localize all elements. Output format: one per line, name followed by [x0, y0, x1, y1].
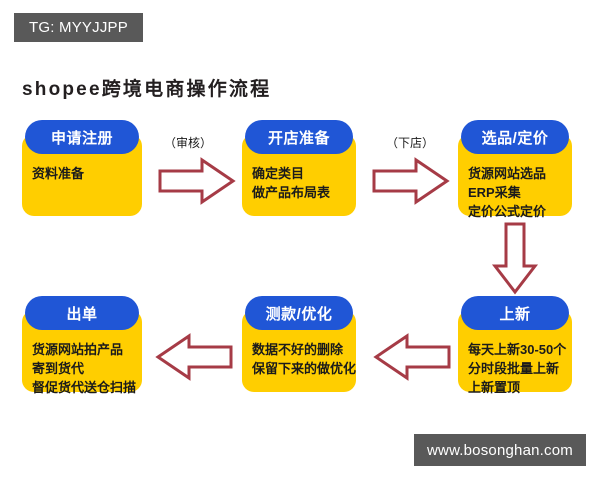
arrow-test-to-order	[152, 333, 234, 381]
node-header-title: 出单	[25, 296, 139, 330]
node-detail-line: 上新置顶	[468, 380, 521, 396]
arrow-new-to-test	[370, 333, 452, 381]
node-detail-line: 数据不好的删除	[252, 342, 344, 357]
node-header-title: 上新	[461, 296, 569, 330]
node-detail-line: 确定类目	[252, 166, 305, 181]
node-detail-lines: 每天上新30-50个 分时段批量上新 上新置顶	[468, 340, 567, 397]
tg-watermark-text: TG: MYYJJPP	[29, 19, 128, 36]
flow-node-test-optimize[interactable]: 测款/优化 数据不好的删除 保留下来的做优化	[242, 296, 356, 392]
tg-watermark-tag: TG: MYYJJPP	[14, 13, 143, 42]
node-header-title: 开店准备	[245, 120, 353, 154]
flow-node-apply-register[interactable]: 申请注册 资料准备	[22, 120, 142, 216]
node-detail-lines: 确定类目 做产品布局表	[252, 164, 348, 202]
node-detail-line: 保留下来的做优化	[252, 361, 357, 377]
arrow-shop-to-select	[372, 157, 450, 205]
node-detail-line: 资料准备	[32, 166, 85, 181]
diagram-title: shopee跨境电商操作流程	[22, 79, 272, 100]
node-detail-lines: 资料准备	[32, 164, 134, 183]
node-detail-line: ERP采集	[468, 185, 521, 201]
node-detail-line: 定价公式定价	[468, 204, 547, 220]
node-detail-line: 分时段批量上新	[468, 361, 560, 377]
node-detail-line: 货源网站拍产品	[32, 342, 124, 357]
flow-node-shop-prep[interactable]: 开店准备 确定类目 做产品布局表	[242, 120, 356, 216]
flow-node-select-pricing[interactable]: 选品/定价 货源网站选品 ERP采集 定价公式定价	[458, 120, 572, 219]
arrow-select-to-new	[490, 222, 540, 295]
flow-node-new-listing[interactable]: 上新 每天上新30-50个 分时段批量上新 上新置顶	[458, 296, 572, 395]
node-detail-line: 货源网站选品	[468, 166, 547, 181]
node-detail-line: 督促货代送仓扫描	[32, 380, 137, 396]
arrow-label-apply-to-shop: （审核）	[164, 136, 213, 150]
node-header-title: 测款/优化	[245, 296, 353, 330]
node-detail-lines: 货源网站选品 ERP采集 定价公式定价	[468, 164, 564, 221]
node-detail-lines: 数据不好的删除 保留下来的做优化	[252, 340, 357, 378]
flow-node-order-out[interactable]: 出单 货源网站拍产品 寄到货代 督促货代送仓扫描	[22, 296, 142, 395]
node-detail-lines: 货源网站拍产品 寄到货代 督促货代送仓扫描	[32, 340, 137, 397]
arrow-apply-to-shop	[158, 157, 236, 205]
node-detail-line: 寄到货代	[32, 361, 85, 377]
node-header-title: 申请注册	[25, 120, 139, 154]
arrow-label-shop-to-select: （下店）	[386, 136, 435, 150]
site-watermark-text: www.bosonghan.com	[427, 441, 573, 459]
site-watermark-tag: www.bosonghan.com	[414, 434, 586, 466]
node-header-title: 选品/定价	[461, 120, 569, 154]
node-detail-line: 做产品布局表	[252, 185, 331, 201]
node-detail-line: 每天上新30-50个	[468, 342, 567, 357]
